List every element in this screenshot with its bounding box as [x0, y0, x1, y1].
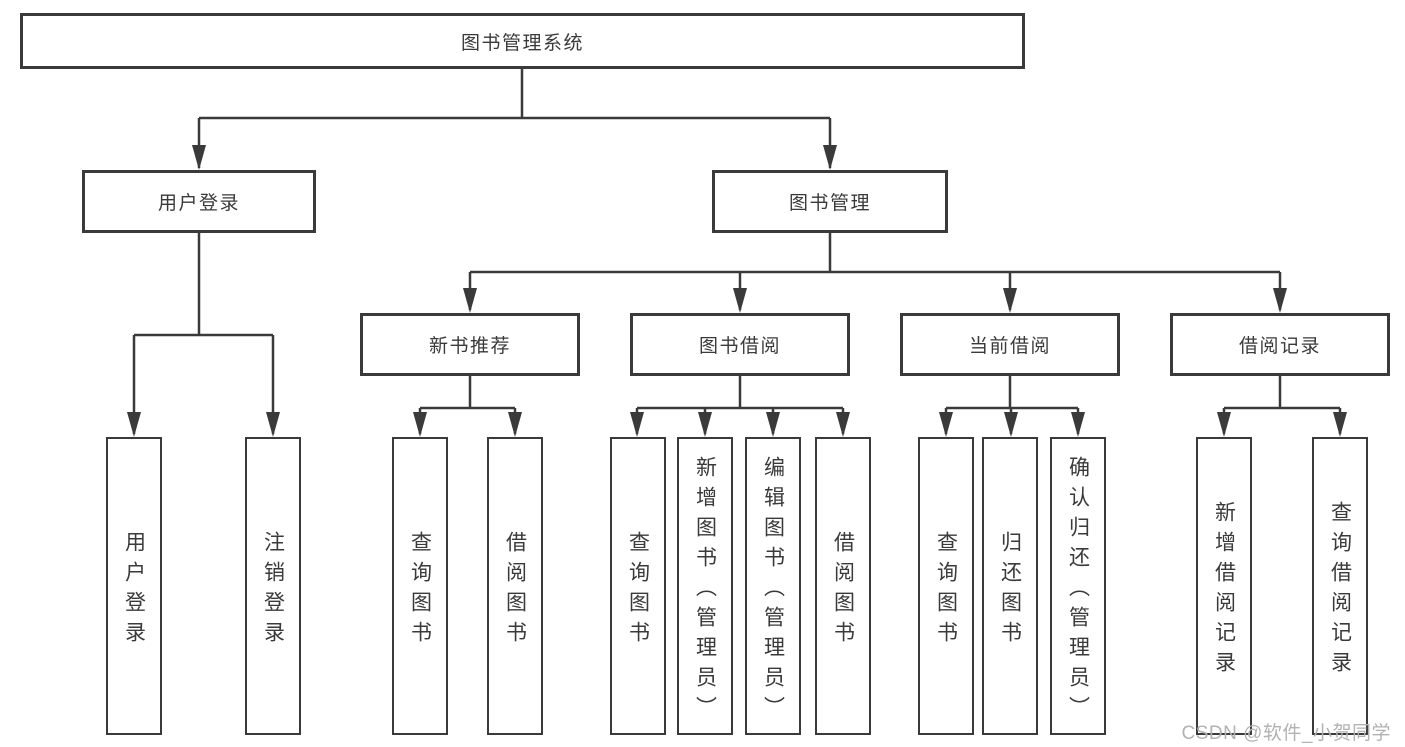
leaf-logout: 注销登录 [245, 437, 301, 735]
arrowhead-icon [127, 412, 141, 437]
connector-userlogin-to-leaves [132, 233, 275, 434]
node-label: 借阅图书 [503, 530, 527, 651]
node-label: 用户登录 [157, 193, 240, 214]
node-label: 查询图书 [934, 530, 958, 651]
leaf-borrowing-borrow-books: 借阅图书 [815, 437, 871, 735]
arrowhead-icon [413, 412, 427, 437]
node-label: 编辑图书（管理员） [761, 455, 785, 726]
node-label: 借阅图书 [831, 530, 855, 651]
node-label: 图书管理系统 [460, 32, 584, 54]
arrowhead-icon [630, 412, 644, 437]
node-label: 归还图书 [998, 530, 1022, 651]
node-book-borrowing: 图书借阅 [630, 313, 850, 376]
leaf-user-login: 用户登录 [106, 437, 162, 735]
node-label: 图书借阅 [698, 336, 781, 357]
leaf-borrowing-query-books: 查询图书 [610, 437, 666, 735]
node-user-login: 用户登录 [82, 170, 316, 233]
arrowhead-icon [766, 412, 780, 437]
arrowhead-icon [1003, 288, 1017, 313]
arrowhead-icon [733, 288, 747, 313]
leaf-records-add-record: 新增借阅记录 [1196, 437, 1252, 735]
arrowhead-icon [508, 412, 522, 437]
node-current-borrowing: 当前借阅 [900, 313, 1120, 376]
node-label: 查询借阅记录 [1328, 500, 1352, 681]
node-label: 用户登录 [122, 530, 146, 651]
node-label: 查询图书 [626, 530, 650, 651]
node-label: 新增借阅记录 [1212, 500, 1236, 681]
arrowhead-icon [836, 412, 850, 437]
node-label: 新增图书（管理员） [693, 455, 717, 726]
node-label: 注销登录 [261, 530, 285, 651]
node-label: 确认归还（管理员） [1066, 455, 1090, 726]
arrowhead-icon [1333, 412, 1347, 437]
node-new-book-recommend: 新书推荐 [360, 313, 580, 376]
arrowhead-icon [939, 412, 953, 437]
arrowhead-icon [1071, 412, 1085, 437]
leaf-current-return-books: 归还图书 [982, 437, 1038, 735]
leaf-current-confirm-return-admin: 确认归还（管理员） [1050, 437, 1106, 735]
node-label: 当前借阅 [968, 336, 1051, 357]
arrowhead-icon [266, 412, 280, 437]
leaf-recommend-borrow-books: 借阅图书 [487, 437, 543, 735]
connector-records-to-leaves [1222, 376, 1342, 434]
csdn-watermark: CSDN @软件_小贺同学 [1181, 723, 1391, 744]
connector-borrowing-to-leaves [635, 376, 845, 434]
arrowhead-icon [1273, 288, 1287, 313]
leaf-borrowing-edit-books-admin: 编辑图书（管理员） [745, 437, 801, 735]
arrowhead-icon [192, 145, 206, 170]
node-label: 借阅记录 [1238, 336, 1321, 357]
node-library-system: 图书管理系统 [20, 13, 1025, 69]
connector-bookmgmt-to-level3 [468, 233, 1282, 310]
leaf-borrowing-add-books-admin: 新增图书（管理员） [677, 437, 733, 735]
arrowhead-icon [698, 412, 712, 437]
connector-newbook-to-leaves [418, 376, 517, 434]
leaf-current-query-books: 查询图书 [918, 437, 974, 735]
node-borrowing-records: 借阅记录 [1170, 313, 1390, 376]
leaf-records-query-record: 查询借阅记录 [1312, 437, 1368, 735]
arrowheads [127, 145, 1347, 437]
arrowhead-icon [1217, 412, 1231, 437]
arrowhead-icon [823, 145, 837, 170]
node-book-management: 图书管理 [712, 170, 948, 233]
node-label: 查询图书 [408, 530, 432, 651]
leaf-recommend-query-books: 查询图书 [392, 437, 448, 735]
node-label: 新书推荐 [428, 336, 511, 357]
arrowhead-icon [1004, 412, 1018, 437]
node-label: 图书管理 [788, 193, 871, 214]
connector-root-to-level2 [197, 69, 832, 168]
arrowhead-icon [463, 288, 477, 313]
